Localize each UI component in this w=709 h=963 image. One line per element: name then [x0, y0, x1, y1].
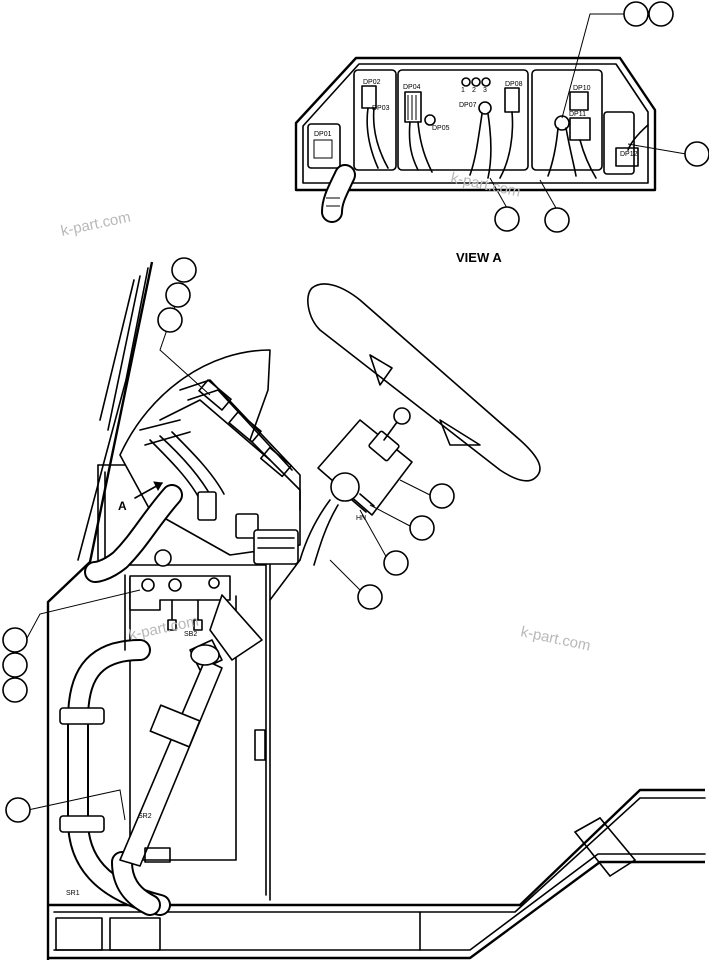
callout-circle — [5, 797, 31, 823]
view-a-callouts — [489, 1, 709, 233]
callout-circle — [165, 282, 191, 308]
view-a-title: VIEW A — [456, 250, 502, 265]
callout-circle — [357, 584, 383, 610]
label-dp02: DP02 — [363, 79, 381, 86]
callout-circle — [383, 550, 409, 576]
watermark: k-part.com — [59, 209, 132, 240]
label-dp05: DP05 — [432, 125, 450, 132]
label-sr2: SR2 — [138, 813, 152, 820]
callout-circle — [494, 206, 520, 232]
label-dp12: DP12 — [620, 151, 638, 158]
frame-column — [46, 261, 154, 960]
label-dp04: DP04 — [403, 84, 421, 91]
label-num3: 3 — [483, 87, 487, 94]
callout-circle — [684, 141, 709, 167]
callout-circle — [648, 1, 674, 27]
callout-circle — [623, 1, 649, 27]
bottom-frame — [48, 788, 706, 960]
main-callouts — [2, 257, 455, 823]
main-harness — [59, 484, 183, 916]
callout-circle — [171, 257, 197, 283]
steering-hub — [269, 407, 413, 601]
label-num1: 1 — [461, 87, 465, 94]
view-a-panel — [294, 56, 657, 223]
label-dp10: DP10 — [573, 85, 591, 92]
view-a-labels: DP01 DP02 DP03 DP04 DP05 1 2 3 DP07 DP08… — [314, 79, 638, 265]
callout-circle — [2, 677, 28, 703]
steering-wheel — [307, 283, 541, 482]
watermark: k-part.com — [519, 623, 592, 654]
main-labels: A HN SB2 SR2 SR1 — [66, 481, 366, 897]
label-num2: 2 — [472, 87, 476, 94]
label-sr1: SR1 — [66, 890, 80, 897]
callout-circle — [157, 307, 183, 333]
label-sb2: SB2 — [184, 631, 197, 638]
label-dp11: DP11 — [569, 111, 586, 118]
watermark: k-part.com — [449, 169, 522, 200]
callout-circle — [2, 627, 28, 653]
view-a-arrow-label: A — [118, 499, 127, 513]
label-hn: HN — [356, 515, 366, 522]
label-dp01: DP01 — [314, 131, 332, 138]
callout-circle — [544, 207, 570, 233]
callout-circle — [409, 515, 435, 541]
label-dp08: DP08 — [505, 81, 523, 88]
bracket-assembly — [129, 575, 231, 631]
label-dp03: DP03 — [372, 105, 390, 112]
callout-circle — [429, 483, 455, 509]
steering-column — [119, 594, 263, 867]
callout-circle — [2, 652, 28, 678]
label-dp07: DP07 — [459, 102, 477, 109]
watermark: k-part.com — [127, 613, 200, 644]
